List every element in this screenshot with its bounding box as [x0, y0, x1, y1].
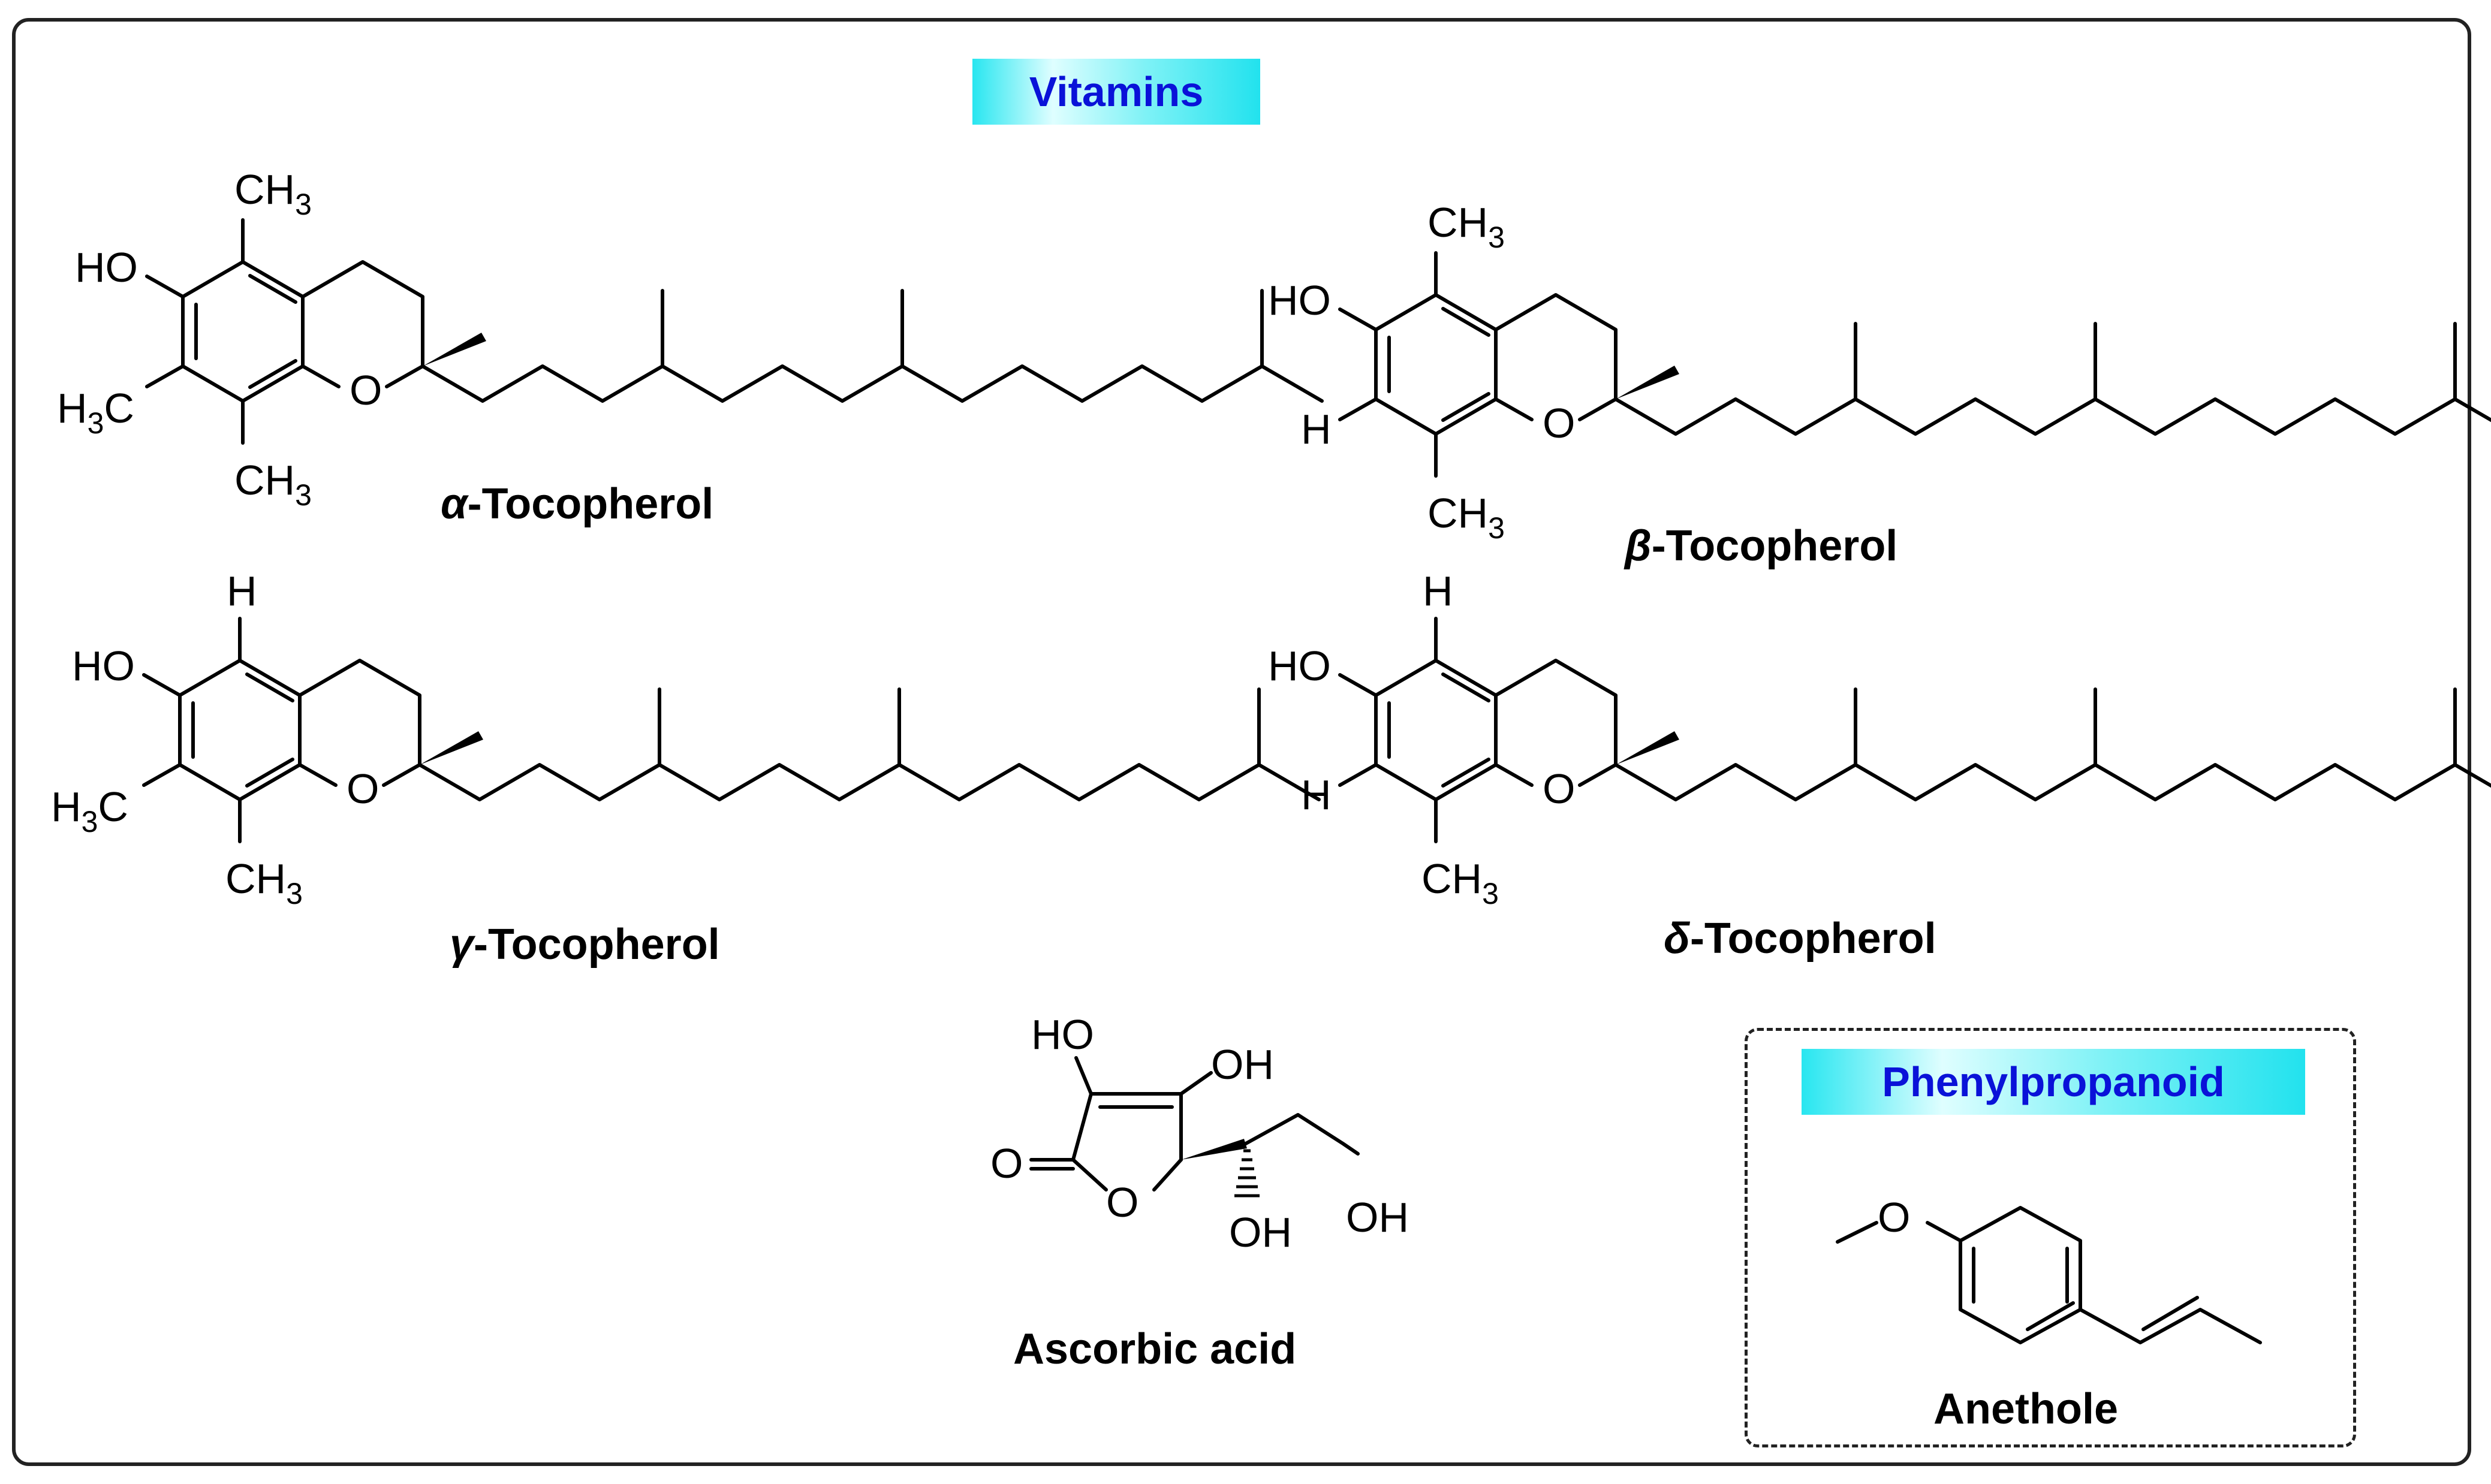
gamma-greek: γ	[450, 921, 474, 969]
delta-name: -Tocopherol	[1689, 915, 1936, 963]
beta-h-left: H	[1301, 406, 1332, 453]
gamma-tocopherol-caption: γ-Tocopherol	[450, 920, 720, 969]
vitamins-badge-label: Vitamins	[1029, 68, 1204, 115]
beta-ch3-top: CH3	[1427, 199, 1505, 254]
ascorbic-acid-caption: Ascorbic acid	[1013, 1325, 1296, 1374]
vitamins-badge: Vitamins	[972, 59, 1260, 125]
beta-name: -Tocopherol	[1651, 522, 1898, 570]
alpha-h3c-left: H3C	[57, 385, 134, 440]
beta-ch3-bottom: CH3	[1427, 490, 1505, 545]
ascorbic-oh-label: OH	[1211, 1041, 1274, 1088]
ascorbic-carbonyl-o-label: O	[990, 1140, 1023, 1187]
gamma-h-top: H	[227, 568, 257, 614]
delta-ring-o-label: O	[1543, 765, 1575, 812]
delta-tocopherol-caption: δ-Tocopherol	[1664, 914, 1936, 963]
phenylpropanoid-dashed-box	[1745, 1028, 2356, 1447]
delta-greek: δ	[1664, 915, 1690, 963]
delta-ho-label: HO	[1268, 643, 1331, 689]
beta-tocopherol-structure: HO O CH3 CH3 H	[1268, 199, 2491, 545]
ascorbic-ho-label: HO	[1031, 1011, 1094, 1058]
anethole-o-label: O	[1878, 1194, 1910, 1241]
beta-ho-label: HO	[1268, 277, 1331, 324]
ascorbic-ring-o-label: O	[1106, 1179, 1138, 1226]
alpha-tocopherol-caption: α-Tocopherol	[441, 479, 713, 529]
alpha-name: -Tocopherol	[467, 480, 714, 528]
ascorbic-hashed-wedge	[1234, 1149, 1260, 1198]
gamma-ch3-bottom: CH3	[225, 855, 303, 910]
ascorbic-oh-right-label: OH	[1346, 1194, 1409, 1241]
ascorbic-oh-bottom-label: OH	[1229, 1209, 1292, 1256]
anethole-structure: O	[1836, 1194, 2262, 1344]
alpha-tocopherol-structure: HO O CH3 CH3 H3C	[57, 166, 1322, 512]
alpha-ho-label: HO	[75, 244, 138, 291]
delta-h-top: H	[1423, 568, 1453, 614]
outer-frame	[12, 18, 2471, 1466]
ascorbic-name: Ascorbic acid	[1013, 1325, 1297, 1373]
alpha-greek: α	[441, 480, 468, 528]
gamma-h3c-left: H3C	[51, 783, 128, 838]
delta-tocopherol-structure: HO O H CH3 H	[1268, 568, 2491, 910]
beta-ring-o-label: O	[1543, 400, 1575, 447]
anethole-name: Anethole	[1933, 1385, 2119, 1433]
alpha-ch3-bottom: CH3	[234, 457, 312, 512]
gamma-ring-o-label: O	[347, 765, 379, 812]
phenylpropanoid-badge: Phenylpropanoid	[1802, 1049, 2305, 1115]
alpha-ch3-top: CH3	[234, 166, 312, 221]
phenylpropanoid-badge-label: Phenylpropanoid	[1882, 1058, 2225, 1105]
ascorbic-acid-structure: HO OH O O OH OH	[990, 1011, 1409, 1256]
gamma-ho-label: HO	[72, 643, 135, 689]
beta-greek: β	[1625, 522, 1652, 570]
gamma-name: -Tocopherol	[474, 921, 720, 969]
beta-tocopherol-caption: β-Tocopherol	[1625, 521, 1897, 571]
delta-ch3-bottom: CH3	[1421, 855, 1499, 910]
gamma-tocopherol-structure: HO O H CH3 H3C	[51, 568, 1319, 910]
delta-h-left: H	[1301, 771, 1332, 818]
anethole-caption: Anethole	[1933, 1385, 2118, 1434]
alpha-ring-o-label: O	[350, 367, 382, 414]
